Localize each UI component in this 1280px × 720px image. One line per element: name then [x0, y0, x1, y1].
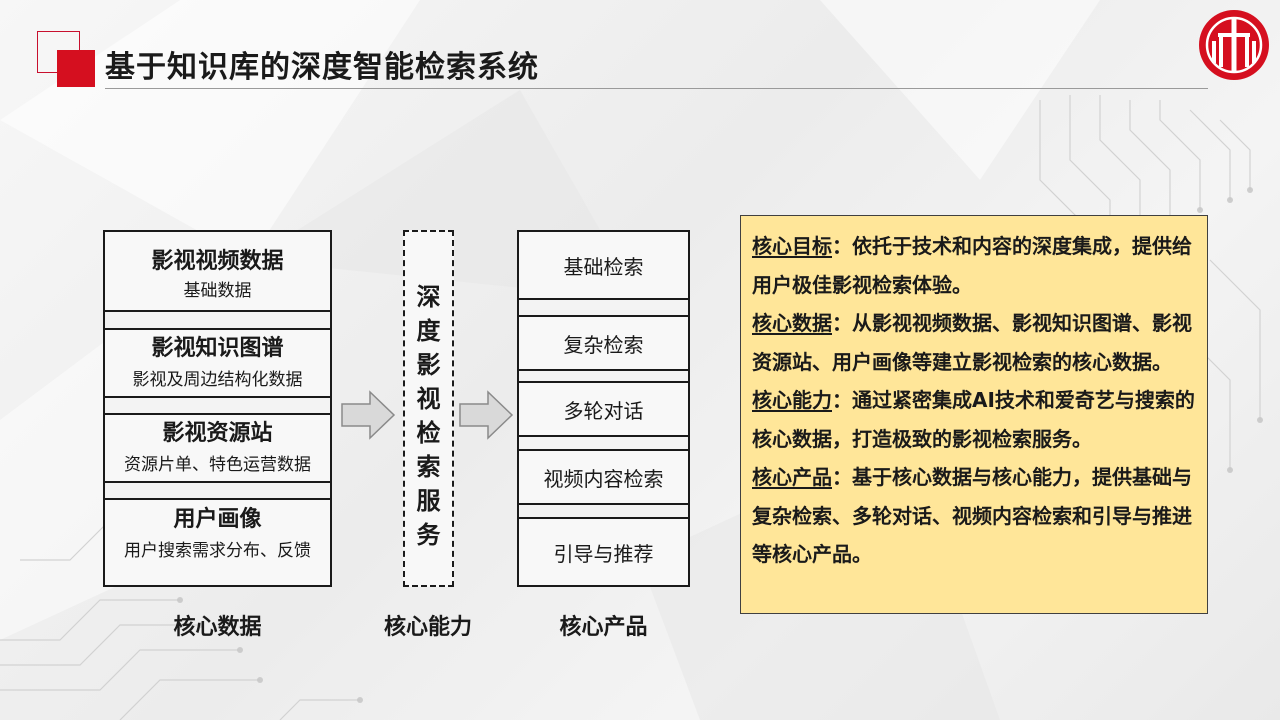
core-product-label: 核心产品 [559, 615, 648, 640]
summary-key: 核心产品 [752, 465, 832, 489]
data-block-knowledge-graph: 影视知识图谱 影视及周边结构化数据 [105, 328, 330, 398]
page-title: 基于知识库的深度智能检索系统 [105, 50, 539, 85]
product-item: 复杂检索 [519, 315, 688, 371]
data-block-title: 影视资源站 [162, 421, 273, 446]
core-capability-label: 核心能力 [383, 615, 472, 640]
right-arrow-icon [459, 390, 514, 440]
data-block-subtitle: 资源片单、特色运营数据 [124, 455, 311, 475]
capability-char: 深 [416, 283, 441, 311]
capability-char: 检 [416, 419, 441, 447]
core-capability-column: 深 度 影 视 检 索 服 务 [403, 230, 454, 587]
summary-text: ：基于核心数据与核心能力，提供基础与复杂检索、多轮对话、视频内容检索和引导与推进… [752, 465, 1192, 566]
right-arrow-icon [341, 390, 396, 440]
summary-key: 核心能力 [752, 388, 832, 412]
summary-text: ：通过紧密集成AI技术和爱奇艺与搜索的核心数据，打造极致的影视检索服务。 [752, 388, 1195, 451]
summary-panel: 核心目标：依托于技术和内容的深度集成，提供给用户极佳影视检索体验。 核心数据：从… [740, 215, 1208, 614]
data-block-subtitle: 影视及周边结构化数据 [132, 370, 303, 390]
capability-char: 度 [416, 317, 441, 345]
capability-char: 服 [416, 487, 441, 515]
core-product-column: 基础检索 复杂检索 多轮对话 视频内容检索 引导与推荐 [517, 230, 690, 587]
summary-text: ：从影视视频数据、影视知识图谱、影视资源站、用户画像等建立影视检索的核心数据。 [752, 311, 1192, 374]
summary-text: ：依托于技术和内容的深度集成，提供给用户极佳影视检索体验。 [752, 234, 1192, 297]
capability-char: 索 [416, 453, 441, 481]
capability-char: 视 [416, 385, 441, 413]
title-decor-square [57, 50, 95, 87]
product-item: 引导与推荐 [519, 517, 688, 585]
core-data-column: 影视视频数据 基础数据 影视知识图谱 影视及周边结构化数据 影视资源站 资源片单… [103, 230, 332, 587]
citic-logo-icon [1199, 10, 1269, 80]
data-block-title: 影视视频数据 [151, 249, 284, 274]
capability-char: 务 [416, 521, 441, 549]
summary-paragraph: 核心数据：从影视视频数据、影视知识图谱、影视资源站、用户画像等建立影视检索的核心… [752, 304, 1197, 381]
product-item: 基础检索 [519, 232, 688, 300]
data-block-subtitle: 用户搜索需求分布、反馈 [124, 541, 311, 561]
summary-paragraph: 核心目标：依托于技术和内容的深度集成，提供给用户极佳影视检索体验。 [752, 227, 1197, 304]
title-divider [105, 88, 1208, 89]
core-data-label: 核心数据 [173, 615, 262, 640]
data-block-title: 用户画像 [173, 507, 262, 532]
product-item: 视频内容检索 [519, 449, 688, 505]
data-block-title: 影视知识图谱 [151, 336, 284, 361]
summary-paragraph: 核心能力：通过紧密集成AI技术和爱奇艺与搜索的核心数据，打造极致的影视检索服务。 [752, 381, 1197, 458]
data-block-subtitle: 基础数据 [183, 281, 252, 301]
summary-key: 核心目标 [752, 234, 832, 258]
data-block-user-profile: 用户画像 用户搜索需求分布、反馈 [105, 498, 330, 585]
data-block-resource-site: 影视资源站 资源片单、特色运营数据 [105, 413, 330, 483]
summary-paragraph: 核心产品：基于核心数据与核心能力，提供基础与复杂检索、多轮对话、视频内容检索和引… [752, 458, 1197, 574]
product-item: 多轮对话 [519, 381, 688, 437]
capability-char: 影 [416, 351, 441, 379]
summary-key: 核心数据 [752, 311, 832, 335]
data-block-video: 影视视频数据 基础数据 [105, 232, 330, 312]
